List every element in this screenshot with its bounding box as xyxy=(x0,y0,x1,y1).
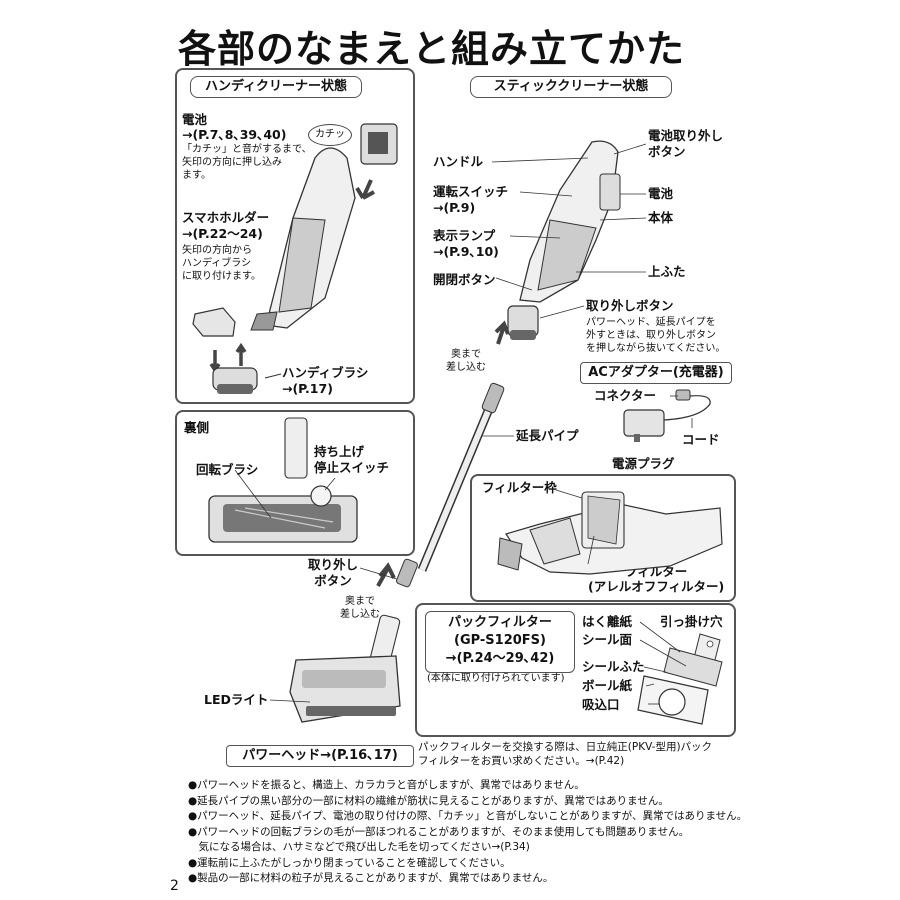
note-item: ●パワーヘッドを振ると、構造上、カラカラと音がしますが、異常ではありません。 xyxy=(188,779,585,791)
pack-filter-illustration xyxy=(637,621,723,725)
handle-label: ハンドル xyxy=(433,154,484,169)
phone-holder-icon xyxy=(192,307,236,337)
top-cover-label: 上ふた xyxy=(648,264,686,279)
inlet-label: 吸込口 xyxy=(582,697,620,712)
back-header: 裏側 xyxy=(184,420,210,435)
extension-pipe-icon xyxy=(417,382,505,572)
release-paper-label: はく離紙 xyxy=(582,614,633,629)
pack-filter-installed-note: (本体に取り付けられています) xyxy=(427,673,565,684)
pack-filter-icon xyxy=(637,633,723,725)
stick-battery-label: 電池 xyxy=(648,186,674,201)
rotating-brush-label: 回転ブラシ xyxy=(196,462,259,477)
battery-icon xyxy=(360,123,398,165)
handy-cleaner-illustration xyxy=(192,123,398,394)
phone-holder-ref: →(P.22～24) xyxy=(182,226,263,241)
display-lamp-label: 表示ランプ xyxy=(433,228,496,243)
pack-filter-title-box xyxy=(425,611,575,673)
note-item: ●パワーヘッドの回転ブラシの毛が一部ほつれることがありますが、そのまま使用しても… xyxy=(188,825,690,838)
plug-label: 電源プラグ xyxy=(612,456,675,471)
pack-filter-title: パックフィルター(GP-S120FS)→(P.24～29､42) xyxy=(445,615,555,666)
seal-surface-label: シール面 xyxy=(582,632,633,647)
filter-frame-label: フィルター枠 xyxy=(482,480,557,495)
lift-stop-label: 持ち上げ停止スイッチ xyxy=(314,444,390,475)
handy-brush-label: ハンディブラシ xyxy=(282,365,369,380)
handy-body-icon xyxy=(250,147,356,331)
pack-filter-replace-note: パックフィルターを交換する際は、日立純正(PKV-型用)パックフィルターをお買い… xyxy=(418,741,713,767)
ph-release-button-label: 取り外しボタン xyxy=(308,557,359,588)
seal-lid-label: シールふた xyxy=(582,659,645,674)
hook-hole-label: 引っ掛け穴 xyxy=(660,614,723,629)
notes-list: ●パワーヘッドを振ると、構造上、カラカラと音がしますが、異常ではありません。 ●… xyxy=(188,778,748,887)
power-head-illustration xyxy=(269,558,418,723)
extension-pipe-label: 延長パイプ xyxy=(516,428,579,443)
ac-adapter-illustration xyxy=(623,389,711,442)
battery-note: 「カチッ」と音がするまで、矢印の方向に押し込みます。 xyxy=(182,144,312,181)
note-item: 気になる場合は、ハサミなどで飛び出した毛を切ってください→(P.34) xyxy=(188,841,530,853)
back-illustration xyxy=(208,417,358,543)
battery-release-label: 電池取り外しボタン xyxy=(648,128,724,159)
battery-ref: →(P.7､8､39､40) xyxy=(182,127,287,142)
filter-illustration xyxy=(497,489,723,575)
cord-label: コード xyxy=(682,432,720,447)
filter-open-body-icon xyxy=(497,491,723,575)
connector-label: コネクター xyxy=(594,388,657,403)
phone-holder-label: スマホホルダー xyxy=(182,210,270,225)
handy-brush-icon xyxy=(212,367,258,394)
power-head-label: パワーヘッド→(P.16､17) xyxy=(226,745,414,767)
power-head-bottom-icon xyxy=(208,417,358,543)
page-title: 各部のなまえと組み立てかた xyxy=(178,27,686,71)
note-item: ●延長パイプの黒い部分の一部に材料の繊維が筋状に見えることがありますが、異常では… xyxy=(188,794,669,807)
power-head-icon xyxy=(289,614,401,723)
adapter-icon xyxy=(623,389,711,442)
push-in-note-top: 奥まで差し込む xyxy=(446,349,486,373)
adapter-header: ACアダプター(充電器) xyxy=(580,362,732,384)
open-close-button-label: 開閉ボタン xyxy=(433,272,496,287)
display-lamp-ref: →(P.9､10) xyxy=(433,244,499,259)
led-light-label: LEDライト xyxy=(204,692,269,707)
release-button-label: 取り外しボタン xyxy=(586,298,674,313)
note-item: ●運転前に上ふたがしっかり閉まっていることを確認してください。 xyxy=(188,856,511,869)
run-switch-label: 運転スイッチ xyxy=(433,184,509,199)
ball-paper-label: ボール紙 xyxy=(582,678,633,693)
body-label: 本体 xyxy=(648,210,674,225)
handy-brush-ref: →(P.17) xyxy=(282,381,333,396)
release-note: パワーヘッド、延長パイプを外すときは、取り外しボタンを押しながら抜いてください。 xyxy=(586,317,726,354)
note-item: ●パワーヘッド、延長パイプ、電池の取り付けの際、「カチッ」と音がしないことがあり… xyxy=(188,810,748,822)
handy-header: ハンディクリーナー状態 xyxy=(190,76,362,98)
stick-header: スティッククリーナー状態 xyxy=(470,76,672,98)
battery-label: 電池 xyxy=(182,112,208,127)
phone-holder-note: 矢印の方向からハンディブラシに取り付けます。 xyxy=(182,245,261,282)
nozzle-icon xyxy=(507,305,539,340)
run-switch-ref: →(P.9) xyxy=(433,200,476,215)
stick-body-icon xyxy=(519,140,621,303)
stick-cleaner-illustration xyxy=(417,140,647,572)
page-number: 2 xyxy=(170,878,179,894)
note-item: ●製品の一部に材料の粒子が見えることがありますが、異常ではありません。 xyxy=(188,872,554,884)
click-bubble: カチッ xyxy=(308,124,352,146)
ph-push-in-note: 奥まで差し込む xyxy=(340,596,380,620)
